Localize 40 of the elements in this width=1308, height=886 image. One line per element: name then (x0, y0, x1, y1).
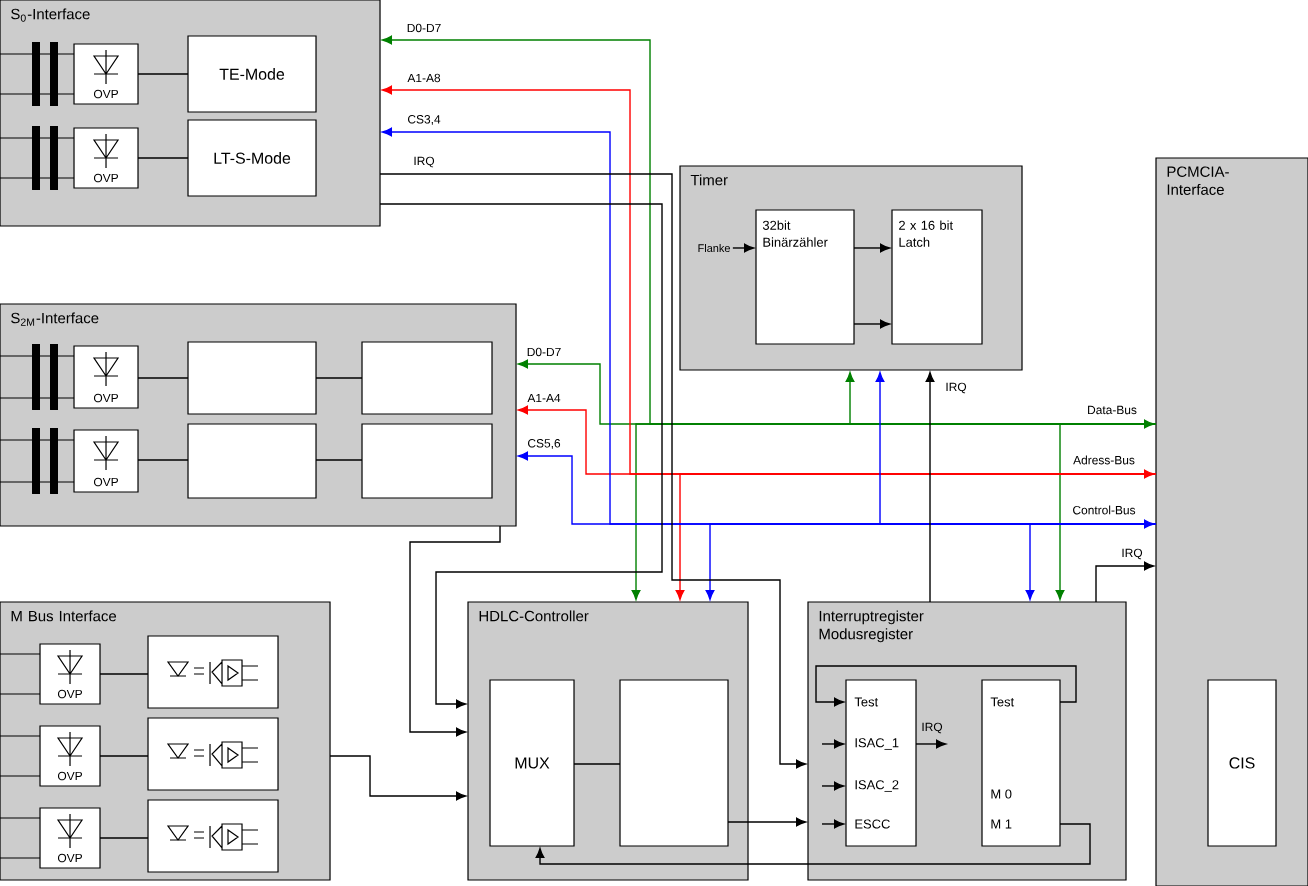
line (137, 459, 189, 461)
arrow (517, 405, 1157, 475)
box (619, 679, 729, 847)
optocoupler-box (147, 717, 279, 791)
line (99, 837, 149, 839)
arrow (329, 755, 467, 801)
arrow (853, 243, 891, 253)
line (99, 673, 149, 675)
line (573, 763, 621, 765)
box (187, 341, 317, 415)
arrow (675, 469, 1155, 601)
line (99, 755, 149, 757)
optocoupler-box (147, 635, 279, 709)
arrow (915, 739, 947, 749)
arrow (821, 739, 845, 749)
arrow (821, 819, 845, 829)
line (137, 73, 189, 75)
optocoupler-box (147, 799, 279, 873)
arrow (1095, 561, 1155, 603)
arrow (535, 823, 1091, 865)
arrow (379, 203, 663, 709)
arrow (727, 817, 807, 827)
box (361, 341, 493, 415)
arrow (631, 423, 1157, 601)
box (187, 423, 317, 499)
arrow (853, 319, 891, 329)
arrow (815, 665, 1077, 707)
box (361, 423, 493, 499)
line (137, 377, 189, 379)
arrow (1055, 419, 1155, 601)
arrow (732, 243, 755, 253)
arrow (705, 523, 1157, 601)
line (315, 377, 363, 379)
arrow (925, 371, 935, 603)
arrow (409, 525, 501, 737)
arrow (379, 173, 807, 769)
arrow (821, 781, 845, 791)
line (315, 459, 363, 461)
line (137, 157, 189, 159)
arrow (1025, 519, 1155, 601)
